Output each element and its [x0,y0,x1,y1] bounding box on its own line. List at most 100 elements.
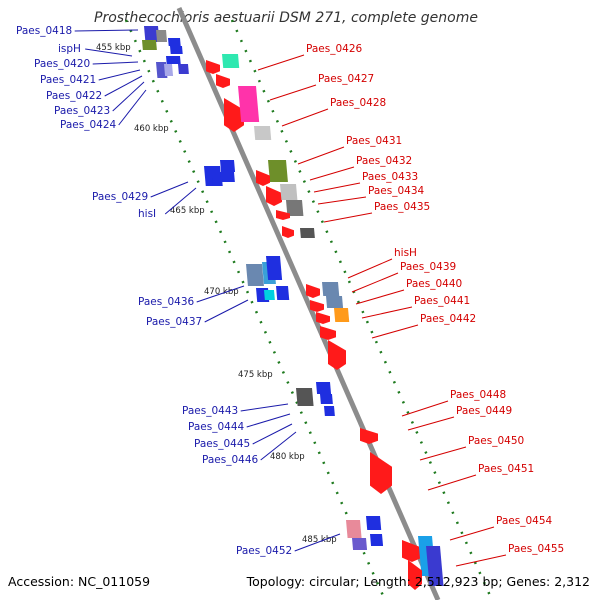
label-leader-line [104,75,143,97]
gene-feature [142,40,157,50]
label-leader-line [449,526,495,541]
forward-gene-label[interactable]: Paes_0432 [356,155,412,167]
label-leader-line [98,69,141,81]
label-leader-line [317,196,367,205]
gene-feature [266,256,283,280]
kbp-label: 485 kbp [302,535,337,545]
reverse-gene-label[interactable]: Paes_0445 [194,438,250,450]
reverse-gene-label[interactable]: Paes_0422 [46,90,102,102]
gene-feature [144,26,160,42]
gene-feature [268,160,288,182]
gene-feature [170,46,183,54]
gene-feature [366,516,382,530]
kbp-label: 455 kbp [96,43,131,53]
forward-gene-label[interactable]: Paes_0440 [406,278,462,290]
kbp-label: 475 kbp [238,370,273,380]
reverse-gene-label[interactable]: Paes_0420 [34,58,90,70]
gene-feature [324,406,335,416]
gene-feature [238,86,260,122]
label-leader-line [371,324,419,339]
reverse-gene-label[interactable]: Paes_0452 [236,545,292,557]
forward-gene-label[interactable]: Paes_0428 [330,97,386,109]
gene-feature [224,98,244,132]
reverse-gene-label[interactable]: Paes_0446 [202,454,259,466]
forward-gene-label[interactable]: Paes_0448 [450,389,506,401]
forward-gene-label[interactable]: Paes_0439 [400,261,456,273]
label-leader-line [347,258,393,279]
gene-feature [320,394,333,404]
gene-feature [360,428,378,444]
label-leader-line [427,474,477,491]
forward-gene-label[interactable]: Paes_0434 [368,185,425,197]
reverse-gene-label[interactable]: Paes_0421 [40,74,96,86]
map-title: Prosthecochloris aestuarii DSM 271, comp… [94,10,478,26]
label-leader-line [313,182,361,193]
label-leader-line [257,54,305,71]
label-leader-line [294,533,341,552]
kbp-label: 470 kbp [204,287,239,297]
gene-feature [334,308,350,322]
forward-gene-label[interactable]: Paes_0450 [468,435,524,447]
kbp-label: 465 kbp [170,206,205,216]
gene-feature [266,186,282,206]
kbp-label: 460 kbp [134,124,169,134]
forward-gene-label[interactable]: Paes_0433 [362,171,418,183]
gene-feature [264,290,275,300]
label-leader-line [355,289,405,305]
kbp-label: 480 kbp [270,452,305,462]
gene-feature [326,296,344,308]
label-leader-line [309,166,355,181]
forward-gene-label[interactable]: Paes_0454 [496,515,553,527]
gene-feature [282,226,294,238]
label-leader-line [240,403,289,412]
left-tick-guide [124,19,387,600]
gene-feature [168,38,181,46]
label-leader-line [85,48,133,57]
kbp-scale: 455 kbp 460 kbp 465 kbp 470 kbp 475 kbp 480 k… [96,43,337,545]
label-leader-line [246,413,291,428]
gene-feature [402,540,422,562]
forward-gene-label[interactable]: Paes_0435 [374,201,430,213]
gene-feature [246,264,264,286]
label-leader-line [118,89,147,126]
reverse-gene-label[interactable]: Paes_0418 [16,25,72,37]
forward-gene-label[interactable]: Paes_0441 [414,295,470,307]
reverse-gene-label[interactable]: Paes_0436 [138,296,195,308]
reverse-gene-label[interactable]: ispH [58,43,81,55]
label-leader-line [407,416,455,431]
gene-feature [306,284,320,298]
reverse-gene-label[interactable]: Paes_0437 [146,316,202,328]
label-leader-line [297,146,345,165]
label-leader-line [419,446,467,461]
reverse-gene-label[interactable]: Paes_0423 [54,105,110,117]
label-leader-line [204,299,249,323]
reverse-gene-label[interactable]: Paes_0429 [92,191,148,203]
label-leader-line [112,81,145,112]
forward-gene-label[interactable]: Paes_0426 [306,43,363,55]
forward-gene-label[interactable]: Paes_0451 [478,463,534,475]
reverse-gene-label[interactable]: hisI [138,208,156,220]
gene-feature [352,538,368,550]
label-leader-line [281,108,329,127]
forward-gene-label[interactable]: Paes_0455 [508,543,564,555]
gene-feature [178,64,189,74]
gene-feature [346,520,362,538]
forward-gene-label[interactable]: Paes_0427 [318,73,374,85]
label-leader-line [323,212,373,223]
reverse-gene-label[interactable]: Paes_0444 [188,421,245,433]
gene-feature [316,312,330,324]
reverse-gene-label[interactable]: Paes_0443 [182,405,238,417]
topology-text: Topology: circular; Length: 2,512,923 bp… [246,574,590,589]
gene-feature [280,184,298,200]
gene-feature [254,126,272,140]
forward-gene-label[interactable]: hisH [394,247,417,259]
forward-gene-label[interactable]: Paes_0442 [420,313,476,325]
gene-feature [220,160,236,172]
reverse-gene-label[interactable]: Paes_0424 [60,119,117,131]
right-tick-guide [230,19,494,600]
forward-gene-label[interactable]: Paes_0431 [346,135,402,147]
forward-gene-label[interactable]: Paes_0449 [456,405,512,417]
label-leader-line [361,306,413,319]
label-leader-line [260,431,297,461]
